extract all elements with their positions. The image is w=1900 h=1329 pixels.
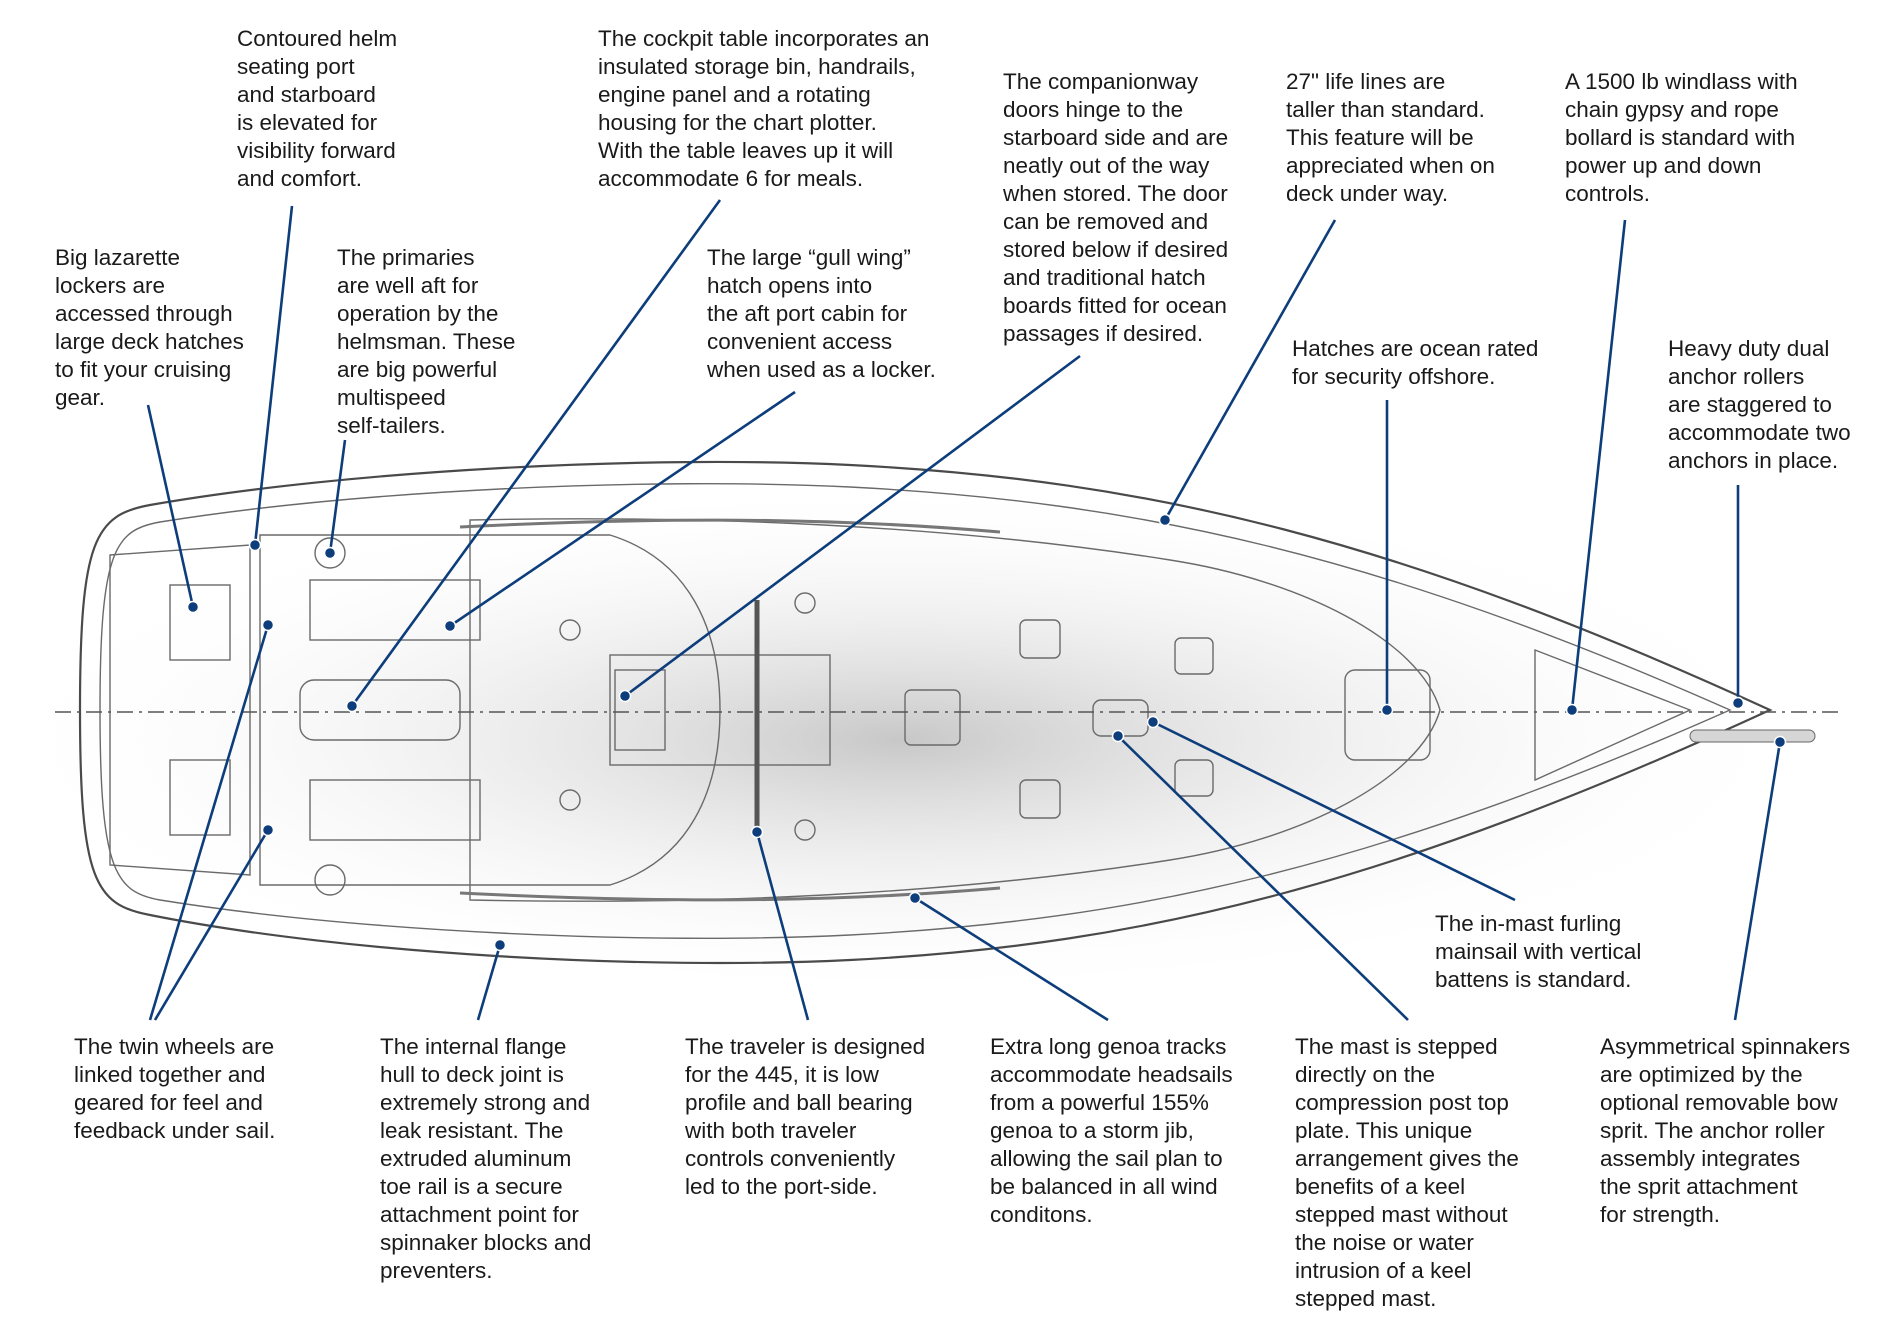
- mid-winch-starboard: [794, 819, 816, 841]
- callout-traveler: The traveler is designed for the 445, it…: [685, 1034, 926, 1199]
- stern-platform: [109, 544, 251, 876]
- callout-lazarette: Big lazarette lockers are accessed throu…: [55, 245, 244, 410]
- leader-genoa-tracks: [914, 896, 1109, 1022]
- leader-dot-twin-wheels-a: [261, 618, 275, 632]
- cabin-top: [469, 518, 1441, 902]
- callout-spinnakers: Asymmetrical spinnakers are optimized by…: [1600, 1034, 1851, 1227]
- leader-dot-traveler: [750, 825, 764, 839]
- leader-mast-stepped: [1117, 735, 1409, 1021]
- leader-cockpit-table: [350, 199, 722, 707]
- leader-gull-wing: [449, 390, 796, 628]
- mid-winch-port: [794, 592, 816, 614]
- cabin-winch-port: [559, 619, 581, 641]
- genoa-track-port: [459, 518, 1001, 534]
- dodger-frame: [609, 654, 831, 766]
- leader-hull-deck-joint: [476, 944, 502, 1021]
- cockpit: [259, 534, 721, 886]
- leader-companionway: [624, 354, 1081, 698]
- leader-spinnakers: [1733, 741, 1782, 1021]
- callout-hull-deck-joint: The internal flange hull to deck joint i…: [380, 1034, 592, 1283]
- leader-helm-seating: [253, 205, 294, 546]
- leader-dot-primaries: [323, 546, 337, 560]
- callout-helm-seating: Contoured helm seating port and starboar…: [237, 26, 398, 191]
- cockpit-table: [299, 679, 461, 741]
- winch-port: [314, 537, 346, 569]
- hatch-starboard-2: [1174, 759, 1214, 797]
- leader-dot-life-lines: [1158, 513, 1172, 527]
- leader-in-mast-furling: [1152, 720, 1516, 902]
- leader-traveler: [755, 831, 810, 1021]
- callout-primaries: The primaries are well aft for operation…: [337, 245, 516, 438]
- leader-dot-cockpit-table: [345, 699, 359, 713]
- winch-starboard: [314, 864, 346, 896]
- callout-gull-wing: The large “gull wing” hatch opens into t…: [707, 245, 936, 382]
- leader-dot-hatches: [1380, 703, 1394, 717]
- hatch-port-2: [1174, 637, 1214, 675]
- companionway: [614, 669, 666, 751]
- leader-life-lines: [1163, 219, 1337, 521]
- leader-dot-mast-stepped: [1111, 729, 1125, 743]
- hatch-port-1: [1019, 619, 1061, 659]
- callout-in-mast-furling: The in-mast furling mainsail with vertic…: [1435, 911, 1642, 992]
- leader-dot-gull-wing: [443, 619, 457, 633]
- callout-cockpit-table: The cockpit table incorporates an insula…: [598, 26, 930, 191]
- port-seat: [309, 579, 481, 641]
- leader-twin-wheels-a: [148, 624, 270, 1021]
- leader-dot-in-mast-furling: [1146, 715, 1160, 729]
- leader-dot-lazarette: [186, 600, 200, 614]
- leader-twin-wheels-b: [153, 829, 270, 1021]
- hatch-starboard-1: [1019, 779, 1061, 819]
- lazarette-hatch-starboard: [169, 759, 231, 836]
- leader-dot-anchor-rollers: [1731, 696, 1745, 710]
- anchor-locker: [1534, 648, 1692, 782]
- bow-sprit: [1689, 729, 1816, 743]
- lazarette-hatch-port: [169, 584, 231, 661]
- leader-dot-twin-wheels-b: [261, 823, 275, 837]
- leader-dot-hull-deck-joint: [493, 938, 507, 952]
- callout-windlass: A 1500 lb windlass with chain gypsy and …: [1565, 69, 1798, 206]
- toe-rail: [99, 482, 1732, 940]
- leader-dot-genoa-tracks: [908, 891, 922, 905]
- leader-windlass: [1570, 219, 1627, 711]
- hull-outline: [78, 460, 1773, 965]
- callout-anchor-rollers: Heavy duty dual anchor rollers are stagg…: [1668, 336, 1851, 473]
- starboard-seat: [309, 779, 481, 841]
- callout-companionway: The companionway doors hinge to the star…: [1003, 69, 1229, 346]
- cabin-winch-starboard: [559, 789, 581, 811]
- leader-dot-spinnakers: [1773, 735, 1787, 749]
- callout-life-lines: 27" life lines are taller than standard.…: [1286, 69, 1495, 206]
- leader-primaries: [328, 439, 347, 554]
- callout-genoa-tracks: Extra long genoa tracks accommodate head…: [990, 1034, 1233, 1227]
- genoa-track-starboard: [459, 886, 1001, 902]
- leader-lazarette: [146, 404, 195, 608]
- callout-hatches: Hatches are ocean rated for security off…: [1292, 336, 1539, 389]
- callout-mast-stepped: The mast is stepped directly on the comp…: [1295, 1034, 1519, 1311]
- leader-dot-windlass: [1565, 703, 1579, 717]
- leader-dot-companionway: [618, 689, 632, 703]
- callout-twin-wheels: The twin wheels are linked together and …: [74, 1034, 276, 1143]
- main-hatch: [904, 689, 961, 746]
- leader-dot-helm-seating: [248, 538, 262, 552]
